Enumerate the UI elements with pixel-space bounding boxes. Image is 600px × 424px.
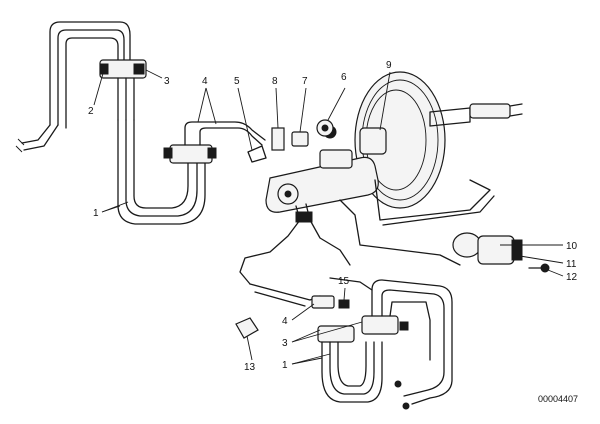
pressure-regulator xyxy=(452,232,550,273)
callout-labels: 1 2 3 4 5 8 7 6 9 10 11 12 15 4 3 1 13 xyxy=(88,60,578,373)
callout-8: 8 xyxy=(272,76,278,87)
callout-13: 13 xyxy=(244,362,256,373)
junction-block-lower-left xyxy=(311,295,335,309)
junction-block-left xyxy=(169,144,213,164)
callout-5: 5 xyxy=(234,76,240,87)
callout-4-upper: 4 xyxy=(202,76,208,87)
callout-11: 11 xyxy=(566,259,577,270)
callout-6: 6 xyxy=(341,72,347,83)
callout-2: 2 xyxy=(88,106,94,117)
callout-3-lower: 3 xyxy=(282,338,288,349)
junction-block-lower-center xyxy=(317,325,355,343)
callout-7: 7 xyxy=(302,76,308,87)
callout-1-lower: 1 xyxy=(282,360,288,371)
junction-block-lower-right xyxy=(361,315,399,335)
upper-left-brake-lines xyxy=(15,21,266,225)
callout-3-upper: 3 xyxy=(164,76,170,87)
callout-12: 12 xyxy=(566,272,578,283)
lower-brake-lines xyxy=(235,277,453,410)
callout-1-upper: 1 xyxy=(93,208,99,219)
diagram-code: 00004407 xyxy=(538,394,578,404)
brake-booster-assembly xyxy=(239,71,523,285)
callout-4-lower: 4 xyxy=(282,316,288,327)
callout-10: 10 xyxy=(566,241,578,252)
leader-lines xyxy=(93,69,564,365)
callout-15: 15 xyxy=(338,276,350,287)
hose-clip-part xyxy=(235,317,259,339)
callout-9: 9 xyxy=(386,60,392,71)
